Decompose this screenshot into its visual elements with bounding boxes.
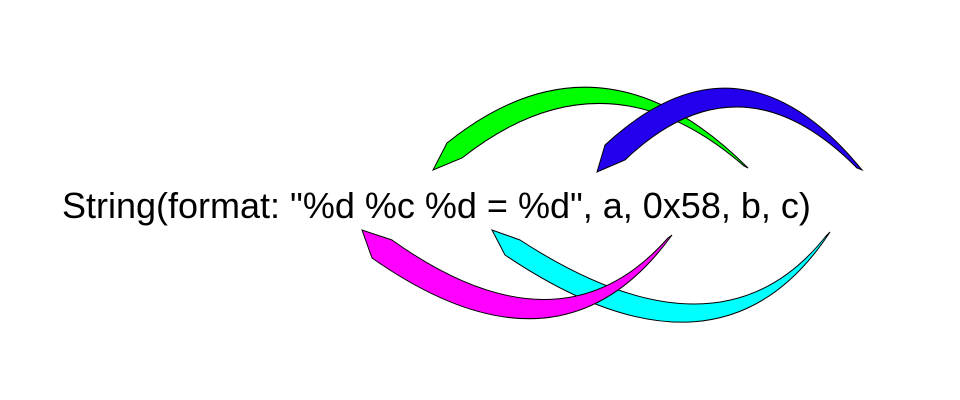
arrow-c-to-result-specifier [596, 87, 864, 173]
format-expression: String(format: "%d %c %d = %d", a, 0x58,… [62, 185, 811, 226]
arrow-a-to-first-d-specifier [361, 229, 673, 320]
arrow-b-to-second-d-specifier [490, 229, 831, 323]
